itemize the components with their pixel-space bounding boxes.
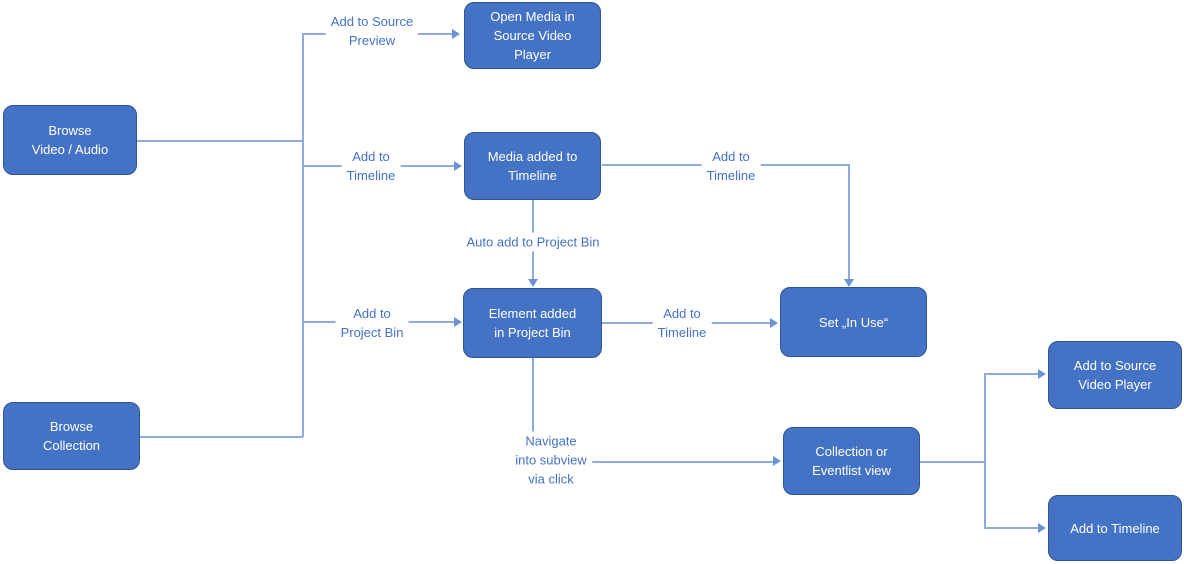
edge-label-add-to-source-preview: Add to Source Preview	[325, 12, 419, 50]
node-media-added-timeline: Media added to Timeline	[464, 132, 601, 200]
node-label: Element added in Project Bin	[488, 306, 577, 340]
node-label: Browse Video / Audio	[31, 123, 109, 157]
arrowhead	[1038, 523, 1046, 533]
node-element-added-project-bin: Element added in Project Bin	[463, 288, 602, 358]
arrowhead	[773, 456, 781, 466]
edge-label-add-to-project-bin: Add to Project Bin	[335, 304, 409, 342]
connector-media-added-to-set-in-use-v	[848, 164, 850, 280]
node-collection-eventlist-view: Collection or Eventlist view	[783, 427, 920, 495]
arrowhead	[1038, 369, 1046, 379]
node-set-in-use: Set „In Use“	[780, 287, 927, 357]
node-label: Open Media in Source Video Player	[490, 9, 575, 62]
node-browse-video-audio: Browse Video / Audio	[3, 105, 137, 175]
node-add-to-timeline: Add to Timeline	[1048, 495, 1182, 561]
node-open-media-source-player: Open Media in Source Video Player	[464, 2, 601, 69]
connector-navigate-v	[532, 358, 534, 462]
node-label: Browse Collection	[42, 419, 101, 453]
arrowhead	[454, 317, 462, 327]
edge-label-add-to-timeline-2: Add to Timeline	[701, 147, 761, 185]
connector-right-branch-v	[984, 373, 986, 529]
node-add-to-source-video-player: Add to Source Video Player	[1048, 341, 1182, 409]
node-label: Add to Timeline	[1070, 520, 1160, 536]
arrowhead	[770, 318, 778, 328]
connector-collection-to-branch	[920, 461, 986, 463]
edge-label-navigate-into-subview: Navigate into subview via click	[510, 431, 592, 489]
node-browse-collection: Browse Collection	[3, 402, 140, 470]
connector-browse-collection-to-trunk	[140, 436, 303, 438]
arrowhead	[844, 279, 854, 287]
node-label: Media added to Timeline	[487, 149, 578, 183]
arrowhead	[454, 161, 462, 171]
node-label: Collection or Eventlist view	[812, 444, 891, 478]
connector-browse-video-to-trunk	[137, 140, 303, 142]
connector-to-add-source-player	[984, 373, 1038, 375]
connector-navigate-h	[532, 461, 774, 463]
edge-label-auto-add-to-project-bin: Auto add to Project Bin	[461, 232, 605, 252]
connector-to-add-timeline	[984, 527, 1038, 529]
arrowhead	[452, 29, 460, 39]
edge-label-add-to-timeline-3: Add to Timeline	[652, 304, 712, 342]
node-label: Set „In Use“	[818, 314, 889, 330]
arrowhead	[528, 279, 538, 287]
node-label: Add to Source Video Player	[1073, 358, 1157, 392]
connector-trunk	[302, 33, 304, 437]
edge-label-add-to-timeline-1: Add to Timeline	[341, 147, 401, 185]
